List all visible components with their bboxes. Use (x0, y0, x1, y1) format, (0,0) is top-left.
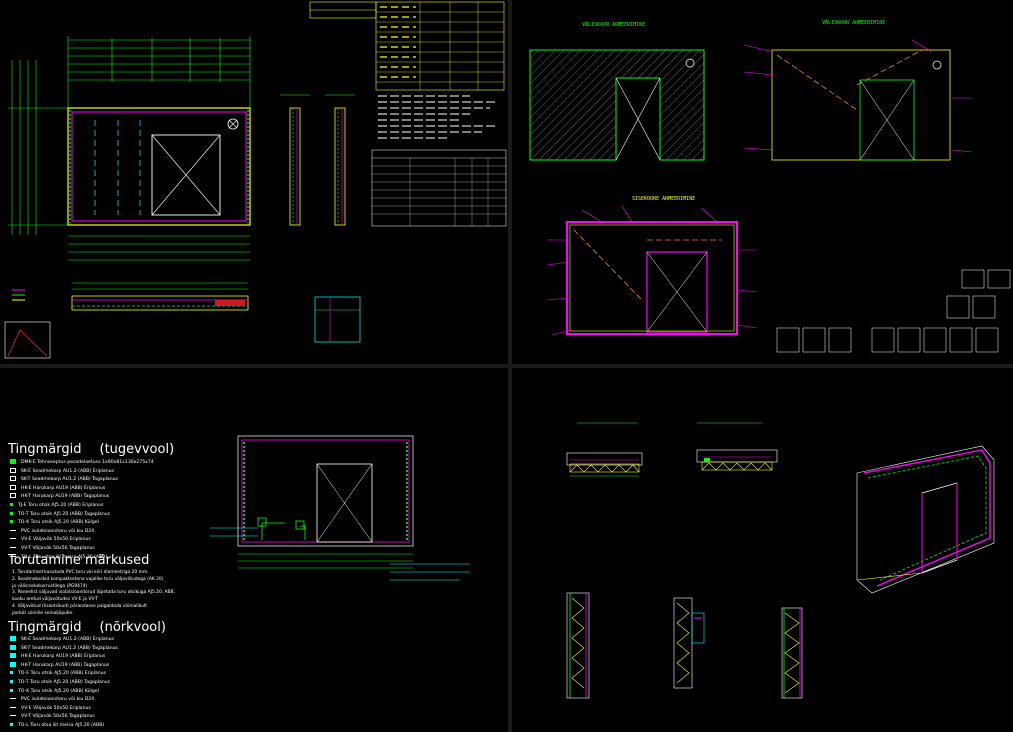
isometric-wall-view (856, 445, 995, 594)
legend-item: VV-T Väljavõk 50x50 Tagaplanus (10, 713, 118, 722)
top-dimension-lines (67, 36, 251, 108)
note-line: ja välisraskekorrustilega (PG9474) (12, 583, 88, 589)
legend-item: VV-E Väljavõk 50x50 Eriplanus (10, 705, 118, 714)
legend-item: HK-E Harukarp AU19 (ABB) Eriplanus (10, 653, 118, 662)
legend-item: DMK-E Tehnoseptus pesadelaetusv 1x90x81x… (10, 459, 154, 468)
legend-item: TO-K Toru otsik AJ5.20 (ABB) Külgel (10, 688, 118, 697)
hatched-wall-view (529, 49, 705, 161)
title-block (309, 1, 505, 91)
legend-item: HK-T Harukarp AU19 (ABB) Tagaplanus (10, 661, 118, 671)
legend-weak-current-title: Tingmärgid(nõrkvool) (8, 620, 166, 635)
horizontal-section (71, 282, 249, 311)
lower-detail (314, 296, 361, 343)
legend-item: TO-T Toru otsik AJ5.20 (ABB) Tagaplanus (10, 679, 118, 688)
legend-strong-current-list: DMK-E Tehnoseptus pesadelaetusv 1x90x81x… (10, 459, 154, 562)
left-dimension-lines (8, 60, 68, 235)
panel-edge-hatch (69, 110, 249, 223)
legend-item: TO-L Toru otsa liit meisa AJ5.20 (ABB) (10, 722, 118, 731)
section-aa (280, 94, 310, 226)
outer-layer-title-right: VÄLISKOOR ARMEERIMINE (822, 19, 885, 26)
note-line: 4. Väljavõtud (lisaotsikud) põrandasse p… (12, 603, 147, 609)
legend-item: SK-E Seadmekarp AU1.2 (ABB) Eriplanus (10, 636, 118, 645)
note-line: 3. Paneelist väljuvad isolatsioonitorud … (12, 590, 175, 596)
note-line: 2. Seadmekarbid kompaktsetena vajalike t… (12, 576, 164, 582)
legend-item: VV-T Väljavõk 50x50 Tagaplanus (10, 545, 154, 554)
legend-item: HK-E Harukarp AU19 (ABB) Eriplanus (10, 484, 154, 494)
legend-item: VV-E Väljavõk 50x50 Eriplanus (10, 536, 154, 545)
legend-item: SK-E Seadmekarp AU1.2 (ABB) Eriplanus (10, 467, 154, 477)
legend-strong-current-title: Tingmärgid(tugevvool) (8, 442, 175, 457)
legend-item: PVC isolatsioonitoru või kiu D20 (10, 528, 154, 537)
lower-left-legend (4, 289, 51, 359)
outer-layer-title-left: VÄLISKOOR ARMEERIMINE (582, 21, 645, 28)
element-drawing-svg (4, 1, 507, 359)
note-line: kooku aretud väljavõtudes VV-E ja VV-T (12, 597, 98, 603)
legend-item: SK-T Seadmekarp AU1.2 (ABB) Tagaplanus (10, 476, 154, 485)
note-line: jaotuti sõnnile seinaljõpulle. (12, 610, 74, 616)
panel-element-drawing (0, 0, 508, 364)
inner-layer-title: SISEKOORE ARMEERIMINE (632, 196, 695, 202)
legend-item: TO-K Toru otsik AJ5.20 (ABB) Külgel (10, 519, 154, 528)
panel-outline (67, 107, 251, 226)
panel-electrical-layout: Tingmärgid(tugevvool) DMK-E Tehnoseptus … (0, 368, 508, 732)
details-svg (566, 422, 995, 699)
lifting-anchor-icon (227, 118, 239, 130)
panel-details (512, 368, 1013, 732)
section-bb (325, 94, 355, 226)
legend-item: SK-T Seadmekarp AU1.2 (ABB) Tagaplanus (10, 644, 118, 654)
legend-weak-current-list: SK-E Seadmekarp AU1.2 (ABB) Eriplanus SK… (10, 636, 118, 731)
detail-2 (696, 422, 778, 471)
notes-title: Torutamine märkused (8, 553, 150, 568)
outer-reinforcement-view (743, 39, 973, 161)
detail-5 (781, 607, 803, 699)
panel-reinforcement-drawing: VÄLISKOOR ARMEERIMINE VÄLISKOOR ARMEERIM… (512, 0, 1013, 364)
panel-reinforcement (71, 111, 247, 222)
vertical-axis-lines (94, 120, 141, 215)
inner-reinforcement-view (546, 205, 758, 336)
note-line: 1. Torutamisel kasutada PVC toru või kii… (12, 570, 149, 575)
notes-list: 1. Torutamisel kasutada PVC toru või kii… (12, 570, 175, 618)
door-opening (151, 134, 221, 216)
legend-item: TO-T Toru otsik AJ5.20 (ABB) Tagaplanus (10, 511, 154, 520)
bending-schedule (776, 269, 1011, 353)
legend-item: TO-L Toru otsa liit meisa AJ5.20 (ABB) (10, 554, 154, 563)
general-notes-lines (378, 95, 498, 139)
legend-item: TJ-E Toru otsik AJ5.20 (ABB) Eriplanus (10, 502, 154, 511)
reinforcement-svg: VÄLISKOOR ARMEERIMINE VÄLISKOOR ARMEERIM… (529, 19, 1011, 353)
legend-item: TO-E Toru otsik AJ5.20 (ABB) Eriplanus (10, 670, 118, 679)
detail-3 (566, 592, 590, 699)
electrical-wall-plan (210, 435, 470, 581)
bottom-dimension-lines (68, 235, 250, 261)
detail-1 (566, 422, 643, 477)
legend-item: HK-T Harukarp AU19 (ABB) Tagaplanus (10, 493, 154, 502)
detail-4 (673, 597, 705, 689)
legend-item: PVC isolatsioonitoru või kiu D20 (10, 696, 118, 705)
specification-table (371, 149, 507, 227)
